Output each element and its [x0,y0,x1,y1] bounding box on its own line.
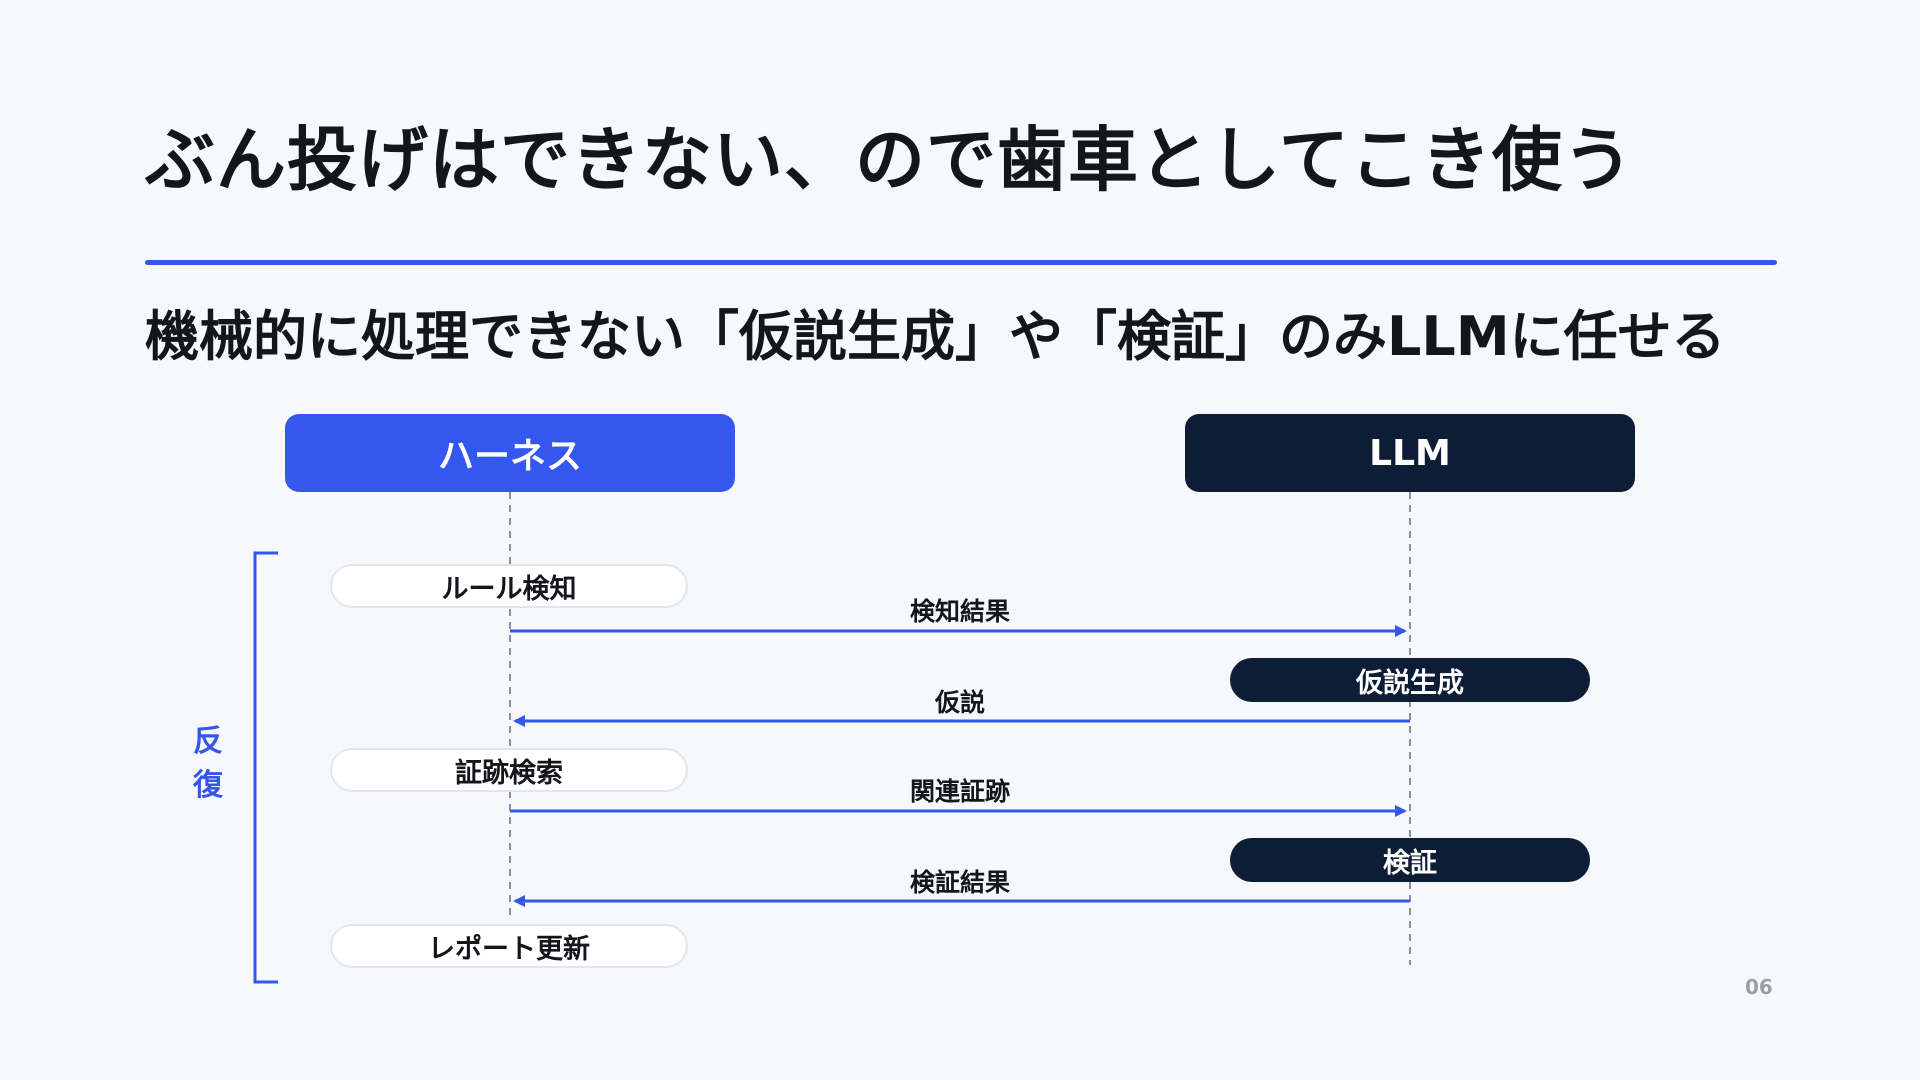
slide-title: ぶん投げはできない、ので歯車としてこき使う [145,119,1634,201]
page-number: 06 [1745,975,1773,999]
harness-actor: ハーネス [285,414,735,492]
loop-label: 反 復 [190,720,226,808]
loop-bracket [253,551,278,984]
verification-result-label: 検証結果 [909,868,1010,897]
rule-detection-step: ルール検知 [330,564,688,608]
slide-subtitle: 機械的に処理できない「仮説生成」や「検証」のみLLMに任せる [145,305,1726,368]
verification-step: 検証 [1230,838,1590,882]
title-divider [145,260,1777,265]
report-update-step: レポート更新 [330,924,688,968]
llm-actor: LLM [1185,414,1635,492]
evidence-search-step: 証跡検索 [330,748,688,792]
detection-result-label: 検知結果 [909,597,1010,626]
hypothesis-label: 仮説 [934,688,985,717]
related-evidence-label: 関連証跡 [909,777,1010,806]
hypothesis-generation-step: 仮説生成 [1230,658,1590,702]
loop-label-char-2: 復 [193,768,223,803]
loop-label-char-1: 反 [193,724,223,759]
